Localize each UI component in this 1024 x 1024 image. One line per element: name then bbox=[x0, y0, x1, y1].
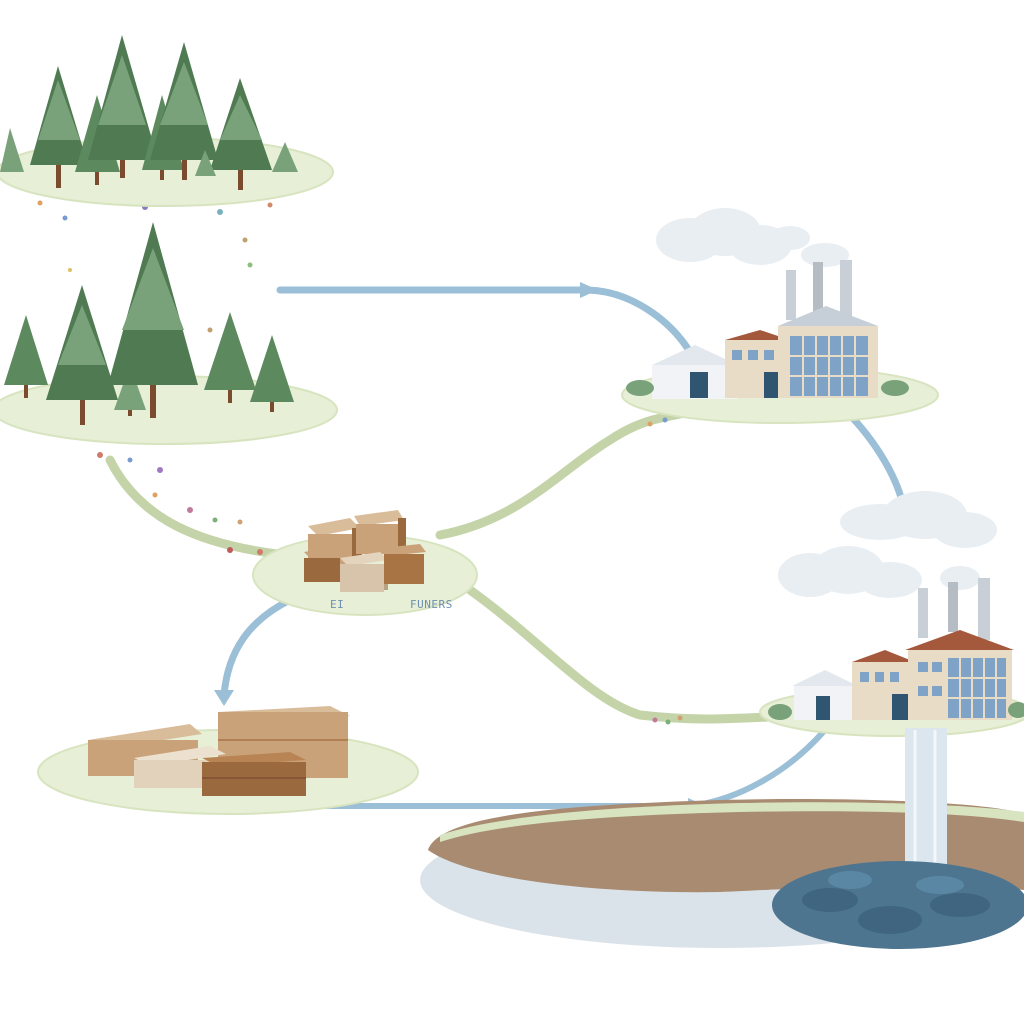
flow-arrow-icon bbox=[580, 282, 598, 298]
building bbox=[652, 306, 878, 399]
tree-icon bbox=[88, 35, 158, 178]
crate bbox=[340, 552, 388, 592]
flow-arrow-icon bbox=[214, 690, 234, 706]
crate bbox=[382, 544, 426, 584]
tree-icon bbox=[108, 222, 198, 418]
crate-label-left: EI bbox=[330, 598, 344, 611]
building bbox=[792, 630, 1014, 720]
smokestack-icon bbox=[918, 578, 990, 640]
crate-label-right: FUNERS bbox=[410, 598, 453, 611]
grass-top bbox=[440, 802, 1024, 842]
crate bbox=[304, 546, 348, 582]
tree-icon bbox=[114, 365, 146, 416]
forest-icon bbox=[0, 35, 334, 207]
water-reservoir-icon bbox=[420, 728, 1024, 949]
tree-icon bbox=[250, 335, 294, 412]
timber-block bbox=[202, 752, 306, 796]
tree-icon bbox=[210, 78, 272, 190]
cloud-icon bbox=[656, 208, 849, 267]
timber-block-icon bbox=[37, 706, 419, 815]
flow-arrow-crates-to-timber bbox=[220, 596, 294, 699]
tree-icon bbox=[30, 66, 88, 188]
tree-icon bbox=[4, 315, 48, 398]
tree-icon bbox=[204, 312, 256, 403]
factory-icon bbox=[621, 208, 939, 424]
factory-icon bbox=[759, 491, 1024, 737]
cloud-icon bbox=[778, 491, 997, 598]
tree-icon bbox=[150, 42, 218, 180]
flow-arrow-forest-to-factory bbox=[276, 286, 694, 356]
flow-road-crates-to-factory bbox=[435, 407, 695, 540]
flow-road-crates-to-factory2 bbox=[465, 585, 795, 724]
forest-icon bbox=[0, 222, 338, 445]
flow-road-forest-to-crates bbox=[105, 455, 290, 560]
tree-icon bbox=[0, 128, 298, 176]
wood-crate-icon: EI FUNERS bbox=[252, 510, 478, 616]
smokestack-icon bbox=[786, 260, 852, 320]
tree-icon bbox=[46, 285, 118, 425]
waterfall bbox=[905, 728, 947, 878]
